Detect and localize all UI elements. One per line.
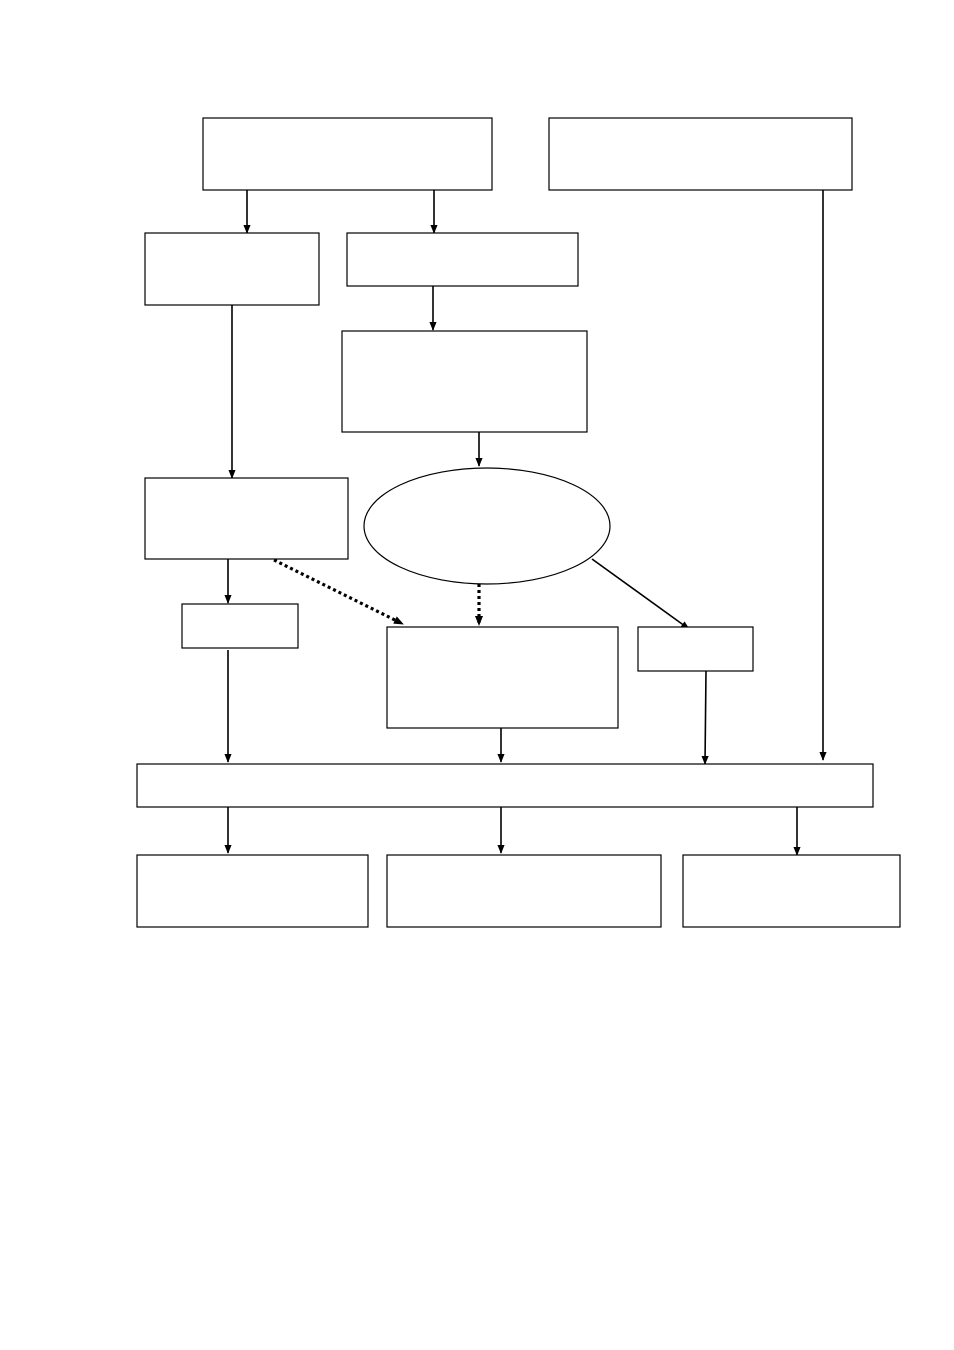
node-top-left-shape: [202, 117, 493, 191]
node-row4-left: [144, 477, 349, 560]
nodes-layer: [136, 117, 901, 928]
node-small-left-shape: [181, 603, 299, 649]
node-ellipse: [363, 467, 611, 585]
arrow-small-right-to-wide-bar: [701, 670, 709, 765]
node-row2-left: [144, 232, 320, 306]
node-small-right: [637, 626, 754, 672]
node-row4-left-shape: [144, 477, 349, 560]
node-wide-bar-shape: [136, 763, 874, 808]
node-ellipse-shape: [363, 467, 611, 585]
node-top-right-shape: [548, 117, 853, 191]
node-bottom-center: [386, 854, 662, 928]
node-small-left: [181, 603, 299, 649]
node-bottom-center-shape: [386, 854, 662, 928]
arrow-ellipse-to-small-right: [591, 558, 690, 630]
node-wide-bar: [136, 763, 874, 808]
node-center-mid-shape: [386, 626, 619, 729]
node-top-right: [548, 117, 853, 191]
edges-layer: [224, 190, 827, 856]
node-row2-left-shape: [144, 232, 320, 306]
node-bottom-right-shape: [682, 854, 901, 928]
node-row2-center: [346, 232, 579, 287]
node-row3-center-shape: [341, 330, 588, 433]
node-row2-center-shape: [346, 232, 579, 287]
node-top-left: [202, 117, 493, 191]
node-bottom-right: [682, 854, 901, 928]
node-small-right-shape: [637, 626, 754, 672]
node-row3-center: [341, 330, 588, 433]
arrow-row4-left-to-center-mid: [273, 558, 404, 626]
node-bottom-left: [136, 854, 369, 928]
node-bottom-left-shape: [136, 854, 369, 928]
node-center-mid: [386, 626, 619, 729]
